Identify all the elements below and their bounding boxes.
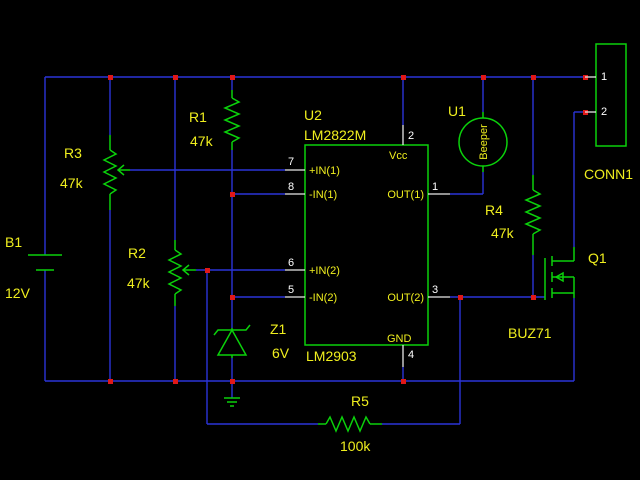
- conn1-pin-2: 2: [601, 106, 607, 118]
- z1-value: 6V: [272, 345, 290, 361]
- u2-pin-number-2: 2: [408, 130, 414, 142]
- connector-conn1: 1 2 CONN1: [584, 43, 633, 182]
- battery-b1: B1 12V: [5, 234, 62, 301]
- u2-pin-in2-minus: -IN(2): [309, 292, 337, 304]
- ic-u2: U2 LM2822M LM2903 Vcc GND +IN(1) -IN(1) …: [285, 107, 450, 367]
- beeper-u1: Beeper U1: [448, 103, 508, 172]
- r1-ref: R1: [189, 109, 207, 125]
- r5-ref: R5: [351, 393, 369, 409]
- potentiometer-r3: R3 47k: [60, 135, 130, 210]
- potentiometer-r2: R2 47k: [127, 240, 196, 306]
- u2-pin-number-5: 5: [288, 284, 294, 296]
- u2-pin-out1: OUT(1): [387, 189, 424, 201]
- conn1-ref: CONN1: [584, 166, 633, 182]
- u2-gnd-label: GND: [387, 333, 412, 345]
- ground-icon: [224, 397, 240, 407]
- u2-pin-number-6: 6: [288, 257, 294, 269]
- u2-pin-number-4: 4: [408, 349, 414, 361]
- resistor-r1: R1 47k: [189, 90, 241, 150]
- wires: [44, 76, 585, 425]
- resistor-r4: R4 47k: [485, 175, 542, 255]
- b1-ref: B1: [5, 234, 22, 250]
- u2-pin-out2: OUT(2): [387, 292, 424, 304]
- u1-ref: U1: [448, 103, 466, 119]
- u1-body-label: Beeper: [478, 124, 490, 160]
- u2-pin-number-7: 7: [288, 156, 294, 168]
- q1-value: BUZ71: [508, 325, 552, 341]
- r2-ref: R2: [128, 245, 146, 261]
- conn1-pin-1: 1: [601, 71, 607, 83]
- r3-value: 47k: [60, 175, 84, 191]
- u2-pin-number-3: 3: [432, 284, 438, 296]
- u2-pin-number-1: 1: [432, 181, 438, 193]
- b1-value: 12V: [5, 285, 31, 301]
- u2-part-bottom: LM2903: [306, 348, 357, 364]
- zener-z1: Z1 6V: [213, 321, 290, 361]
- r2-value: 47k: [127, 275, 151, 291]
- u2-part-top: LM2822M: [304, 127, 366, 143]
- z1-ref: Z1: [270, 321, 287, 337]
- r4-value: 47k: [491, 225, 515, 241]
- r5-value: 100k: [340, 438, 371, 454]
- u2-pin-in1-plus: +IN(1): [309, 165, 340, 177]
- u2-vcc-label: Vcc: [389, 150, 408, 162]
- u2-pin-in2-plus: +IN(2): [309, 265, 340, 277]
- q1-ref: Q1: [588, 250, 607, 266]
- u2-pin-in1-minus: -IN(1): [309, 189, 337, 201]
- u2-pin-number-8: 8: [288, 181, 294, 193]
- resistor-r5: R5 100k: [318, 393, 382, 454]
- u2-ref: U2: [304, 107, 322, 123]
- mosfet-q1: Q1 BUZ71: [508, 247, 607, 341]
- r3-ref: R3: [64, 145, 82, 161]
- r1-value: 47k: [190, 133, 214, 149]
- r4-ref: R4: [485, 202, 503, 218]
